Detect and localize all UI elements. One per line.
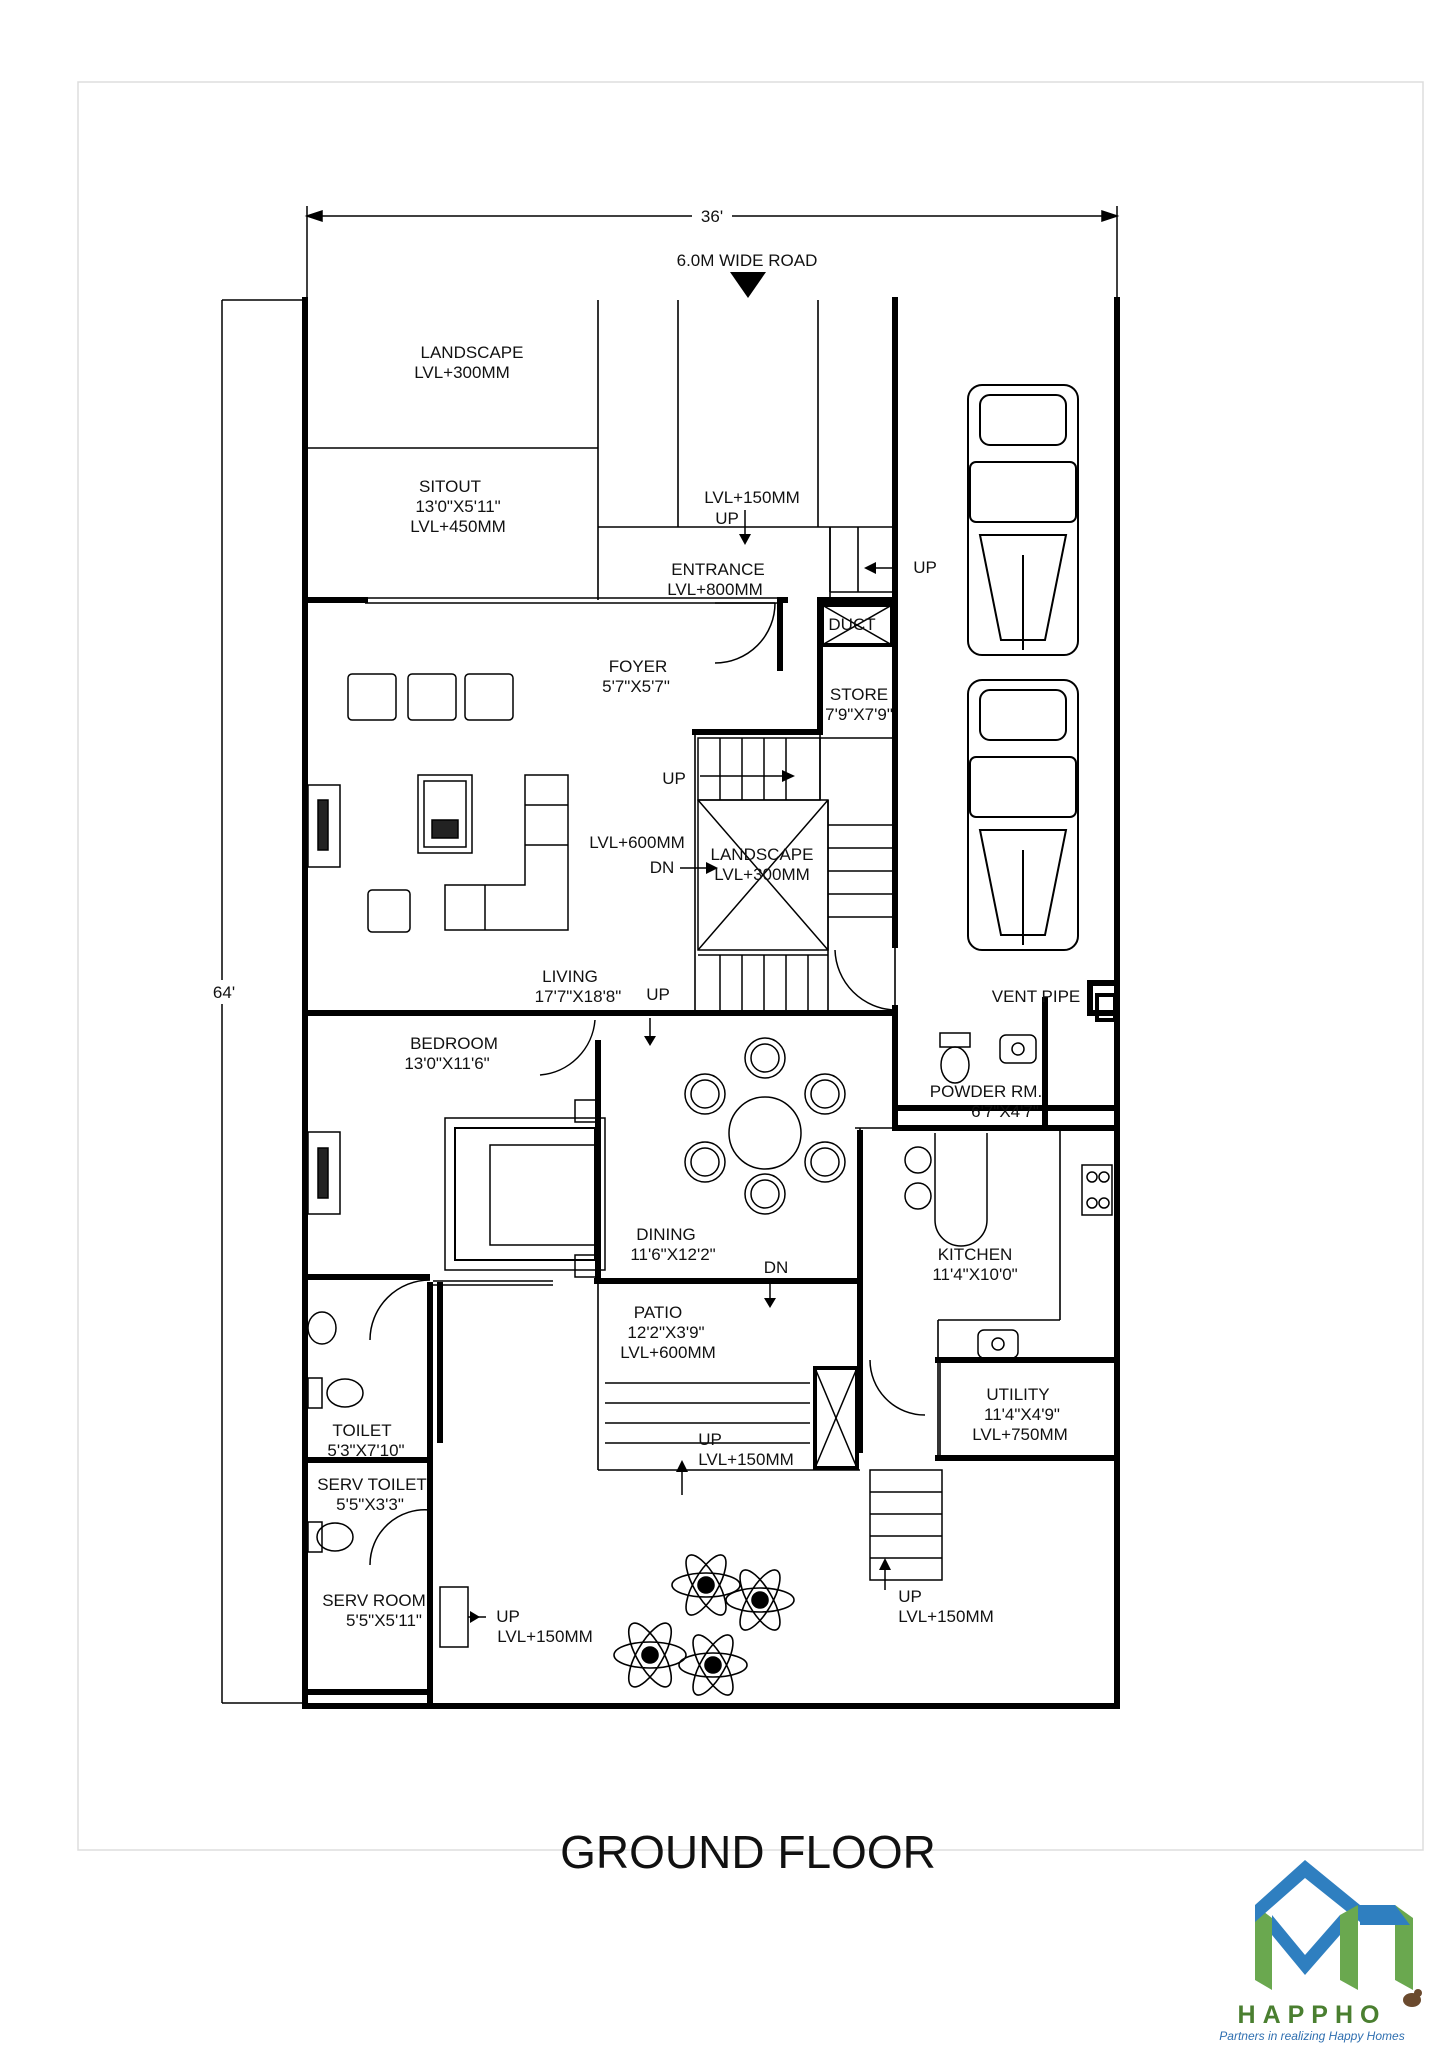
parking-up-label: UP	[913, 558, 937, 577]
toilet-icon	[307, 1311, 364, 1553]
kitchen-counter-icon	[904, 1133, 1113, 1359]
serv-toilet-label: SERV TOILET	[317, 1475, 427, 1494]
tv-unit-icon	[307, 784, 341, 868]
stair-dn-label: DN	[650, 858, 675, 877]
living-up-label: UP	[646, 985, 670, 1004]
utility-label: UTILITY	[986, 1385, 1049, 1404]
serv-steps-up: UP	[496, 1607, 520, 1626]
stair-dn-arrow-icon	[706, 862, 718, 874]
utility-size: 11'4"X4'9"	[984, 1405, 1060, 1424]
living-up-arrow-icon	[644, 1036, 656, 1046]
back-steps-level: LVL+150MM	[898, 1607, 994, 1626]
dining-label: DINING	[636, 1225, 696, 1244]
living-label: LIVING	[542, 967, 598, 986]
dining-table-icon	[684, 1037, 846, 1215]
width-dimension-label: 36'	[701, 207, 723, 226]
door-arcs	[369, 602, 926, 1566]
drawing-title: GROUND FLOOR	[560, 1826, 936, 1878]
toilet-label: TOILET	[332, 1421, 391, 1440]
duct	[820, 603, 894, 647]
landscape-inner-level: LVL+300MM	[714, 865, 810, 884]
happho-logo	[1255, 1860, 1422, 2007]
living-size: 17'7"X18'8"	[535, 987, 622, 1006]
page-frame	[77, 81, 1424, 1851]
logo-tagline: Partners in realizing Happy Homes	[1219, 2029, 1404, 2043]
vent-pipe-label: VENT PIPE	[992, 987, 1081, 1006]
tv-unit-icon	[307, 1131, 341, 1215]
car-icon	[967, 679, 1079, 951]
stair-level-label: LVL+600MM	[589, 833, 685, 852]
bed-icon	[444, 1099, 606, 1278]
patio-level: LVL+600MM	[620, 1343, 716, 1362]
landscape-front-level: LVL+300MM	[414, 363, 510, 382]
patio-steps	[605, 1366, 859, 1470]
patio-label: PATIO	[634, 1303, 683, 1322]
back-steps	[869, 1469, 943, 1581]
car-icon	[967, 384, 1079, 656]
depth-dimension-label: 64'	[213, 983, 235, 1002]
patio-steps-up: UP	[698, 1430, 722, 1449]
serv-room-label: SERV ROOM	[322, 1591, 426, 1610]
vent-pipe-box	[1095, 993, 1117, 1022]
store-label: STORE	[830, 685, 888, 704]
landscape-inner-label: LANDSCAPE	[711, 845, 814, 864]
staircase	[697, 737, 895, 1010]
serv-room-size: 5'5"X5'11"	[346, 1611, 422, 1630]
sitout-level: LVL+450MM	[410, 517, 506, 536]
patio-steps-level: LVL+150MM	[698, 1450, 794, 1469]
foyer-label: FOYER	[609, 657, 668, 676]
store-size: 7'9"X7'9"	[825, 705, 893, 724]
road-label: 6.0M WIDE ROAD	[677, 251, 818, 270]
coffee-table-icon	[417, 774, 473, 854]
partitions	[305, 300, 1119, 1471]
back-up-arrow-icon	[879, 1558, 891, 1570]
arrow-icon	[864, 562, 876, 574]
steps-up-arrow-icon	[739, 534, 751, 545]
north-arrow-icon	[730, 272, 766, 298]
front-steps-level: LVL+150MM	[704, 488, 800, 507]
plant-icon	[613, 1554, 795, 1696]
sitout-label: SITOUT	[419, 477, 481, 496]
duct-label: DUCT	[828, 615, 875, 634]
front-steps-up: UP	[715, 509, 739, 528]
patio-size: 12'2"X3'9"	[627, 1323, 704, 1342]
entrance-level: LVL+800MM	[667, 580, 763, 599]
entrance-steps	[829, 527, 859, 592]
sitout-size: 13'0"X5'11"	[415, 497, 500, 516]
kitchen-size: 11'4"X10'0"	[932, 1265, 1017, 1284]
room-labels: LANDSCAPE LVL+300MM SITOUT 13'0"X5'11" L…	[317, 343, 1080, 1646]
powder-room-label: POWDER RM.	[930, 1082, 1042, 1101]
utility-level: LVL+750MM	[972, 1425, 1068, 1444]
patio-dn-arrow-icon	[764, 1298, 776, 1308]
toilet-size: 5'3"X7'10"	[327, 1441, 404, 1460]
stair-up-arrow-icon	[782, 770, 795, 782]
toilet-icon	[939, 1032, 1037, 1084]
dining-size: 11'6"X12'2"	[630, 1245, 715, 1264]
bedroom-size: 13'0"X11'6"	[404, 1054, 489, 1073]
kitchen-label: KITCHEN	[938, 1245, 1013, 1264]
dining-dn-label: DN	[764, 1258, 789, 1277]
patio-up-arrow-icon	[676, 1460, 688, 1472]
logo-brand: HAPPHO	[1238, 2001, 1387, 2029]
back-steps-up: UP	[898, 1587, 922, 1606]
bedroom-label: BEDROOM	[410, 1034, 498, 1053]
powder-room-size: 6'7"X4'7"	[971, 1102, 1039, 1121]
serv-toilet-size: 5'5"X3'3"	[336, 1495, 404, 1514]
entrance-label: ENTRANCE	[671, 560, 765, 579]
landscape-front-label: LANDSCAPE	[421, 343, 524, 362]
serv-up-arrow-icon	[470, 1611, 480, 1623]
sofa-icon	[347, 673, 569, 933]
foyer-size: 5'7"X5'7"	[602, 677, 670, 696]
serv-steps-level: LVL+150MM	[497, 1627, 593, 1646]
stair-up-label: UP	[662, 769, 686, 788]
